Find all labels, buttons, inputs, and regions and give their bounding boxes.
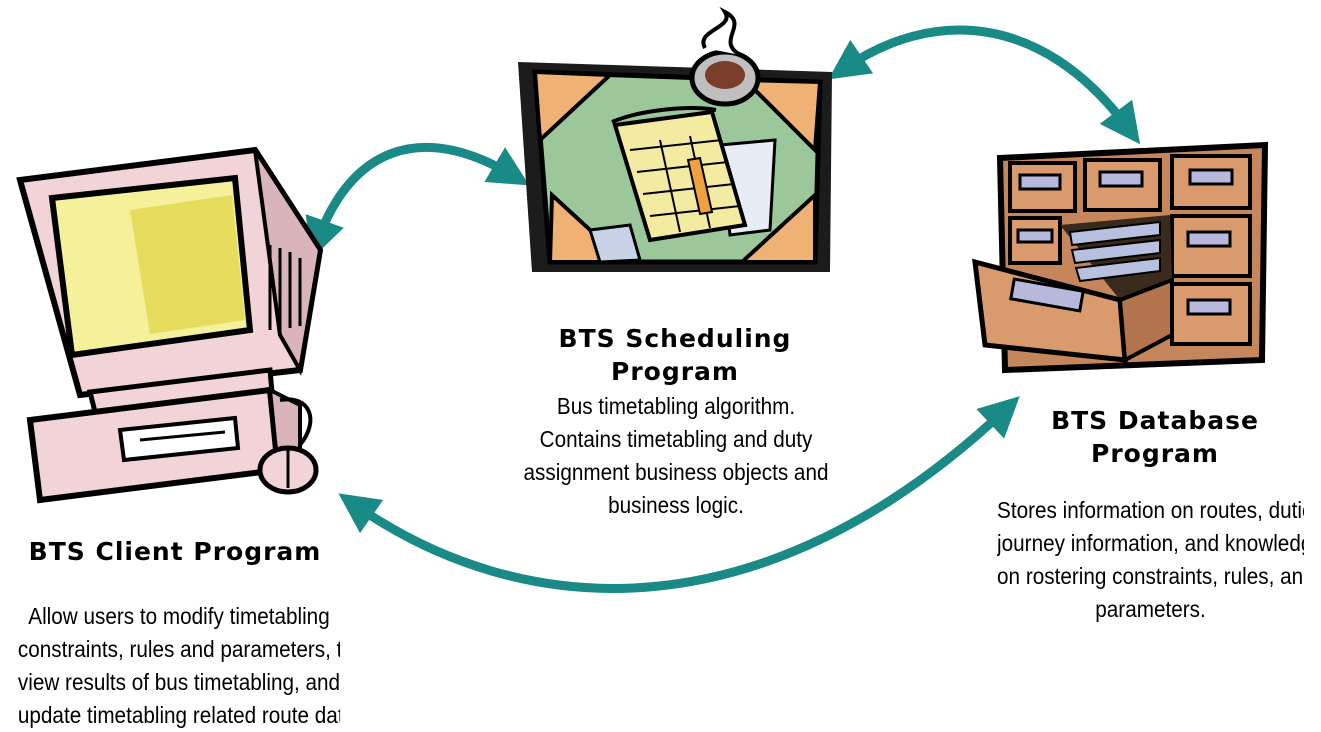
file-cabinet-icon — [972, 141, 1269, 374]
database-program-description: Stores information on routes, duties, jo… — [997, 494, 1304, 626]
database-title-line-2: Program — [1091, 439, 1219, 468]
arrow-client-database — [338, 396, 1020, 593]
client-desc-line-3: view results of bus timetabling, and to — [17, 669, 341, 695]
scheduling-desc-line-3: assignment business objects and — [523, 459, 829, 485]
database-program-title: BTS Database Program — [1000, 404, 1310, 470]
arrow-scheduling-database — [828, 25, 1141, 145]
database-desc-line-2: journey information, and knowledge — [997, 530, 1304, 556]
database-title-line-1: BTS Database — [1051, 406, 1259, 435]
database-desc-line-4: parameters. — [1095, 596, 1206, 622]
scheduling-desc-line-2: Contains timetabling and duty — [539, 426, 813, 452]
scheduling-title-line-1: BTS Scheduling — [558, 324, 792, 353]
client-desc-line-4: update timetabling related route data. — [17, 702, 341, 728]
client-desc-line-2: constraints, rules and parameters, to — [17, 636, 341, 662]
scheduling-desc-line-4: business logic. — [608, 492, 744, 518]
scheduling-title-line-2: Program — [611, 357, 739, 386]
arrow-client-scheduling — [305, 142, 530, 260]
computer-icon — [16, 146, 324, 504]
database-desc-line-3: on rostering constraints, rules, and — [997, 563, 1304, 589]
client-program-description: Allow users to modify timetabling constr… — [18, 600, 340, 732]
desk-schedule-icon — [518, 6, 832, 272]
scheduling-program-title: BTS Scheduling Program — [520, 322, 830, 388]
scheduling-desc-line-1: Bus timetabling algorithm. — [556, 393, 796, 419]
database-desc-line-1: Stores information on routes, duties, — [997, 497, 1304, 523]
scheduling-program-description: Bus timetabling algorithm. Contains time… — [510, 390, 841, 522]
client-program-title: BTS Client Program — [28, 537, 322, 566]
client-desc-line-1: Allow users to modify timetabling — [28, 603, 330, 629]
